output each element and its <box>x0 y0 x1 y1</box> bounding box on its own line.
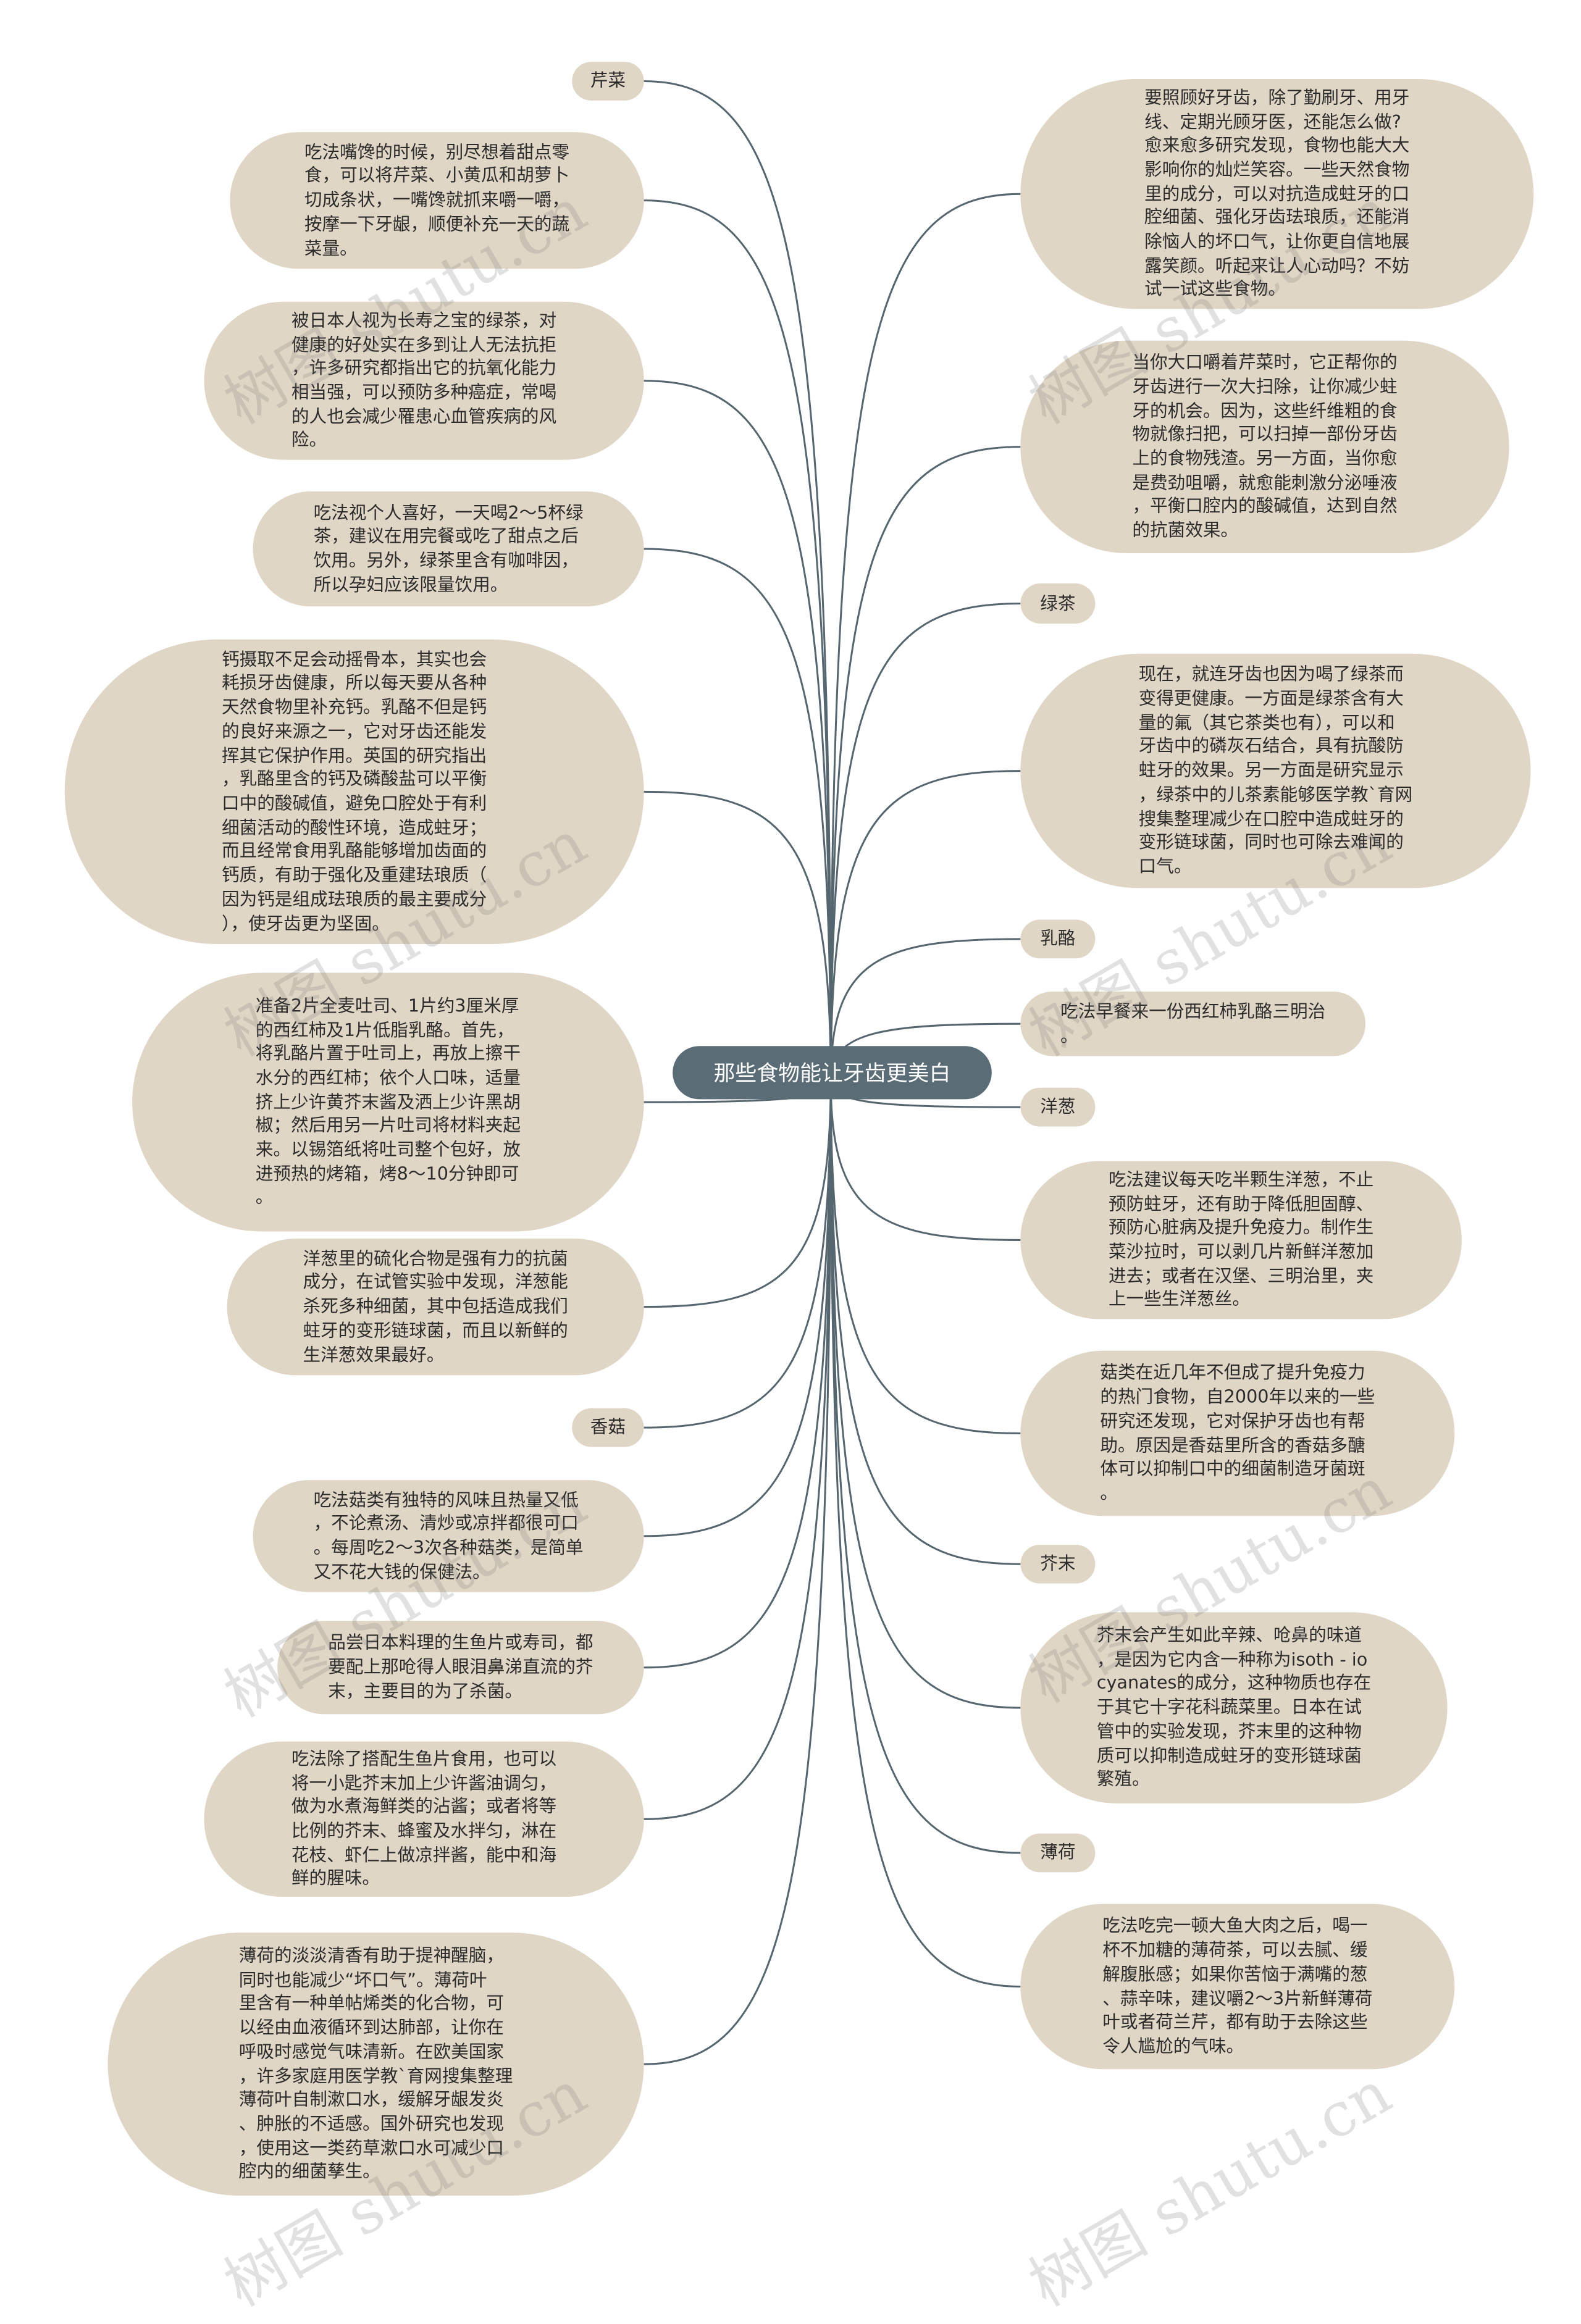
note-mint-tea[interactable]: 吃法吃完一顿大鱼大肉之后，喝一 杯不加糖的薄荷茶，可以去腻、缓 解腹胀感；如果你… <box>1020 1904 1455 2070</box>
connector-line <box>829 446 1021 1081</box>
connector-line <box>644 80 832 1081</box>
connector-line <box>829 1080 1021 1709</box>
note-text: 吃法菇类有独特的风味且热量又低 ，不论煮汤、清炒或凉拌都很可口 。每周吃2～3次… <box>313 1489 584 1582</box>
connector-line <box>829 193 1021 1081</box>
note-text: 吃法视个人喜好，一天喝2～5杯绿 茶，建议在用完餐或吃了甜点之后 饮用。另外，绿… <box>313 502 584 595</box>
note-wasabi-isothiocyanates[interactable]: 芥末会产生如此辛辣、呛鼻的味道 ，是因为它内含一种称为isoth - io cy… <box>1020 1612 1448 1804</box>
connector-line <box>829 1080 1021 1241</box>
topic-label: 芹菜 <box>590 70 626 91</box>
note-text: 被日本人视为长寿之宝的绿茶，对 健康的好处实在多到让人无法抗拒 ，许多研究都指出… <box>291 310 557 451</box>
note-text: 芥末会产生如此辛辣、呛鼻的味道 ，是因为它内含一种称为isoth - io cy… <box>1096 1625 1372 1790</box>
connector-line <box>644 199 832 1081</box>
topic-green-tea[interactable]: 绿茶 <box>1020 583 1096 624</box>
note-green-tea-tip[interactable]: 吃法视个人喜好，一天喝2～5杯绿 茶，建议在用完餐或吃了甜点之后 饮用。另外，绿… <box>253 491 644 607</box>
note-text: 现在，就连牙齿也因为喝了绿茶而 变得更健康。一方面是绿茶含有大 量的氟（其它茶类… <box>1138 664 1413 877</box>
connector-line <box>644 1080 832 1429</box>
topic-mushroom[interactable]: 香菇 <box>572 1408 644 1447</box>
note-text: 菇类在近几年不但成了提升免疫力 的热门食物，自2000年以来的一些 研究还发现，… <box>1100 1363 1375 1503</box>
connector-line <box>829 770 1021 1081</box>
connector-line <box>644 1080 832 1820</box>
note-text: 吃法建议每天吃半颗生洋葱，不止 预防蛀牙，还有助于降低胆固醇、 预防心脏病及提升… <box>1108 1169 1374 1310</box>
connector-line <box>644 1080 832 2065</box>
note-green-tea-fluoride[interactable]: 现在，就连牙齿也因为喝了绿茶而 变得更健康。一方面是绿茶含有大 量的氟（其它茶类… <box>1020 653 1531 888</box>
connector-line <box>829 602 1021 1081</box>
connector-line <box>829 1080 1021 1565</box>
note-wasabi-tip[interactable]: 吃法除了搭配生鱼片食用，也可以 将一小匙芥末加上少许酱油调匀， 做为水煮海鲜类的… <box>204 1741 644 1897</box>
note-cheese-breakfast[interactable]: 吃法早餐来一份西红柿乳酪三明治 。 <box>1020 991 1365 1056</box>
note-wasabi-sushi[interactable]: 品尝日本料理的生鱼片或寿司，都 要配上那呛得人眼泪鼻涕直流的芥 末，主要目的为了… <box>277 1621 644 1715</box>
topic-label: 绿茶 <box>1040 593 1076 613</box>
topic-label: 香菇 <box>590 1417 626 1437</box>
note-celery-tip[interactable]: 吃法嘴馋的时候，别尽想着甜点零 食，可以将芹菜、小黄瓜和胡萝卜 切成条状，一嘴馋… <box>230 132 644 269</box>
note-text: 准备2片全麦吐司、1片约3厘米厚 的西红柿及1片低脂乳酪。首先， 将乳酪片置于吐… <box>255 995 521 1208</box>
connector-line <box>644 380 832 1081</box>
topic-label: 乳酪 <box>1040 928 1076 949</box>
note-intro[interactable]: 要照顾好牙齿，除了勤刷牙、用牙 线、定期光顾牙医，还能怎么做? 愈来愈多研究发现… <box>1020 78 1534 309</box>
note-onion-tip[interactable]: 吃法建议每天吃半颗生洋葱，不止 预防蛀牙，还有助于降低胆固醇、 预防心脏病及提升… <box>1020 1161 1462 1319</box>
note-text: 当你大口嚼着芹菜时，它正帮你的 牙齿进行一次大扫除，让你减少蛀 牙的机会。因为，… <box>1132 352 1398 541</box>
topic-cheese[interactable]: 乳酪 <box>1020 919 1096 959</box>
topic-label: 薄荷 <box>1040 1842 1076 1863</box>
note-mushroom-immunity[interactable]: 菇类在近几年不但成了提升免疫力 的热门食物，自2000年以来的一些 研究还发现，… <box>1020 1350 1455 1516</box>
topic-label: 芥末 <box>1040 1553 1076 1574</box>
note-text: 要照顾好牙齿，除了勤刷牙、用牙 线、定期光顾牙医，还能怎么做? 愈来愈多研究发现… <box>1144 87 1410 300</box>
connector-line <box>829 1080 1021 1434</box>
note-mushroom-tip[interactable]: 吃法菇类有独特的风味且热量又低 ，不论煮汤、清炒或凉拌都很可口 。每周吃2～3次… <box>253 1480 644 1592</box>
topic-wasabi[interactable]: 芥末 <box>1020 1544 1096 1584</box>
note-text: 薄荷的淡淡清香有助于提神醒脑， 同时也能减少“坏口气”。薄荷叶 里含有一种单帖烯… <box>238 1946 513 2182</box>
note-text: 洋葱里的硫化合物是强有力的抗菌 成分，在试管实验中发现，洋葱能 杀死多种细菌，其… <box>303 1248 568 1365</box>
note-text: 吃法除了搭配生鱼片食用，也可以 将一小匙芥末加上少许酱油调匀， 做为水煮海鲜类的… <box>291 1749 557 1889</box>
topic-celery[interactable]: 芹菜 <box>572 62 644 101</box>
connector-line <box>644 1080 832 1537</box>
connector-line <box>644 1080 832 1669</box>
connector-line <box>829 1080 1021 1988</box>
note-text: 品尝日本料理的生鱼片或寿司，都 要配上那呛得人眼泪鼻涕直流的芥 末，主要目的为了… <box>328 1632 593 1702</box>
connector-line <box>644 1080 832 1308</box>
topic-label: 洋葱 <box>1040 1097 1076 1117</box>
note-text: 吃法吃完一顿大鱼大肉之后，喝一 杯不加糖的薄荷茶，可以去腻、缓 解腹胀感；如果你… <box>1102 1916 1373 2057</box>
connector-line <box>829 1080 1021 1854</box>
mind-map-canvas: 芹菜 吃法嘴馋的时候，别尽想着甜点零 食，可以将芹菜、小黄瓜和胡萝卜 切成条状，… <box>64 62 1534 2320</box>
central-topic[interactable]: 那些食物能让牙齿更美白 <box>673 1046 992 1100</box>
note-cheese-calcium[interactable]: 钙摄取不足会动摇骨本，其实也会 耗损牙齿健康，所以每天要从各种 天然食物里补充钙… <box>64 639 644 945</box>
connector-line <box>644 790 832 1081</box>
connector-line <box>829 938 1021 1081</box>
note-onion[interactable]: 洋葱里的硫化合物是强有力的抗菌 成分，在试管实验中发现，洋葱能 杀死多种细菌，其… <box>227 1239 644 1376</box>
note-green-tea-intro[interactable]: 被日本人视为长寿之宝的绿茶，对 健康的好处实在多到让人无法抗拒 ，许多研究都指出… <box>204 301 644 460</box>
note-text: 吃法早餐来一份西红柿乳酪三明治 。 <box>1060 1001 1326 1046</box>
note-text: 钙摄取不足会动摇骨本，其实也会 耗损牙齿健康，所以每天要从各种 天然食物里补充钙… <box>222 649 487 934</box>
note-cheese-recipe[interactable]: 准备2片全麦吐司、1片约3厘米厚 的西红柿及1片低脂乳酪。首先， 将乳酪片置于吐… <box>132 972 644 1232</box>
central-topic-title: 那些食物能让牙齿更美白 <box>713 1060 951 1087</box>
note-mint[interactable]: 薄荷的淡淡清香有助于提神醒脑， 同时也能减少“坏口气”。薄荷叶 里含有一种单帖烯… <box>107 1933 644 2196</box>
note-text: 吃法嘴馋的时候，别尽想着甜点零 食，可以将芹菜、小黄瓜和胡萝卜 切成条状，一嘴馋… <box>304 141 570 258</box>
note-celery-cleaning[interactable]: 当你大口嚼着芹菜时，它正帮你的 牙齿进行一次大扫除，让你减少蛀 牙的机会。因为，… <box>1020 340 1509 553</box>
topic-mint[interactable]: 薄荷 <box>1020 1833 1096 1873</box>
connector-line <box>644 548 832 1081</box>
topic-onion[interactable]: 洋葱 <box>1020 1087 1096 1127</box>
